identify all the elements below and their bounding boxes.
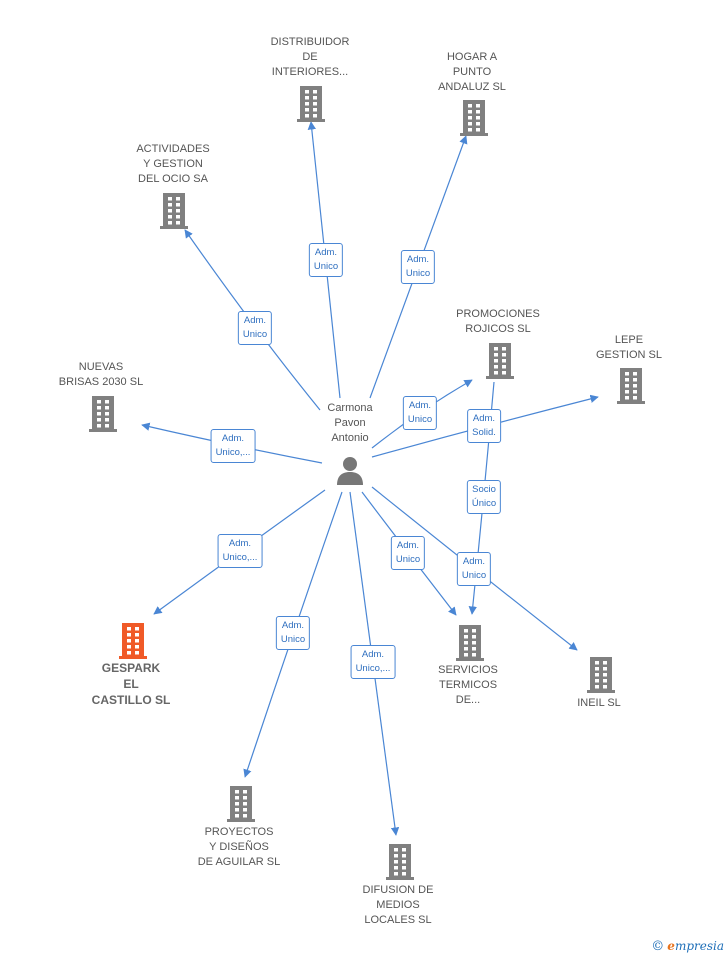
building-icon[interactable]	[486, 343, 514, 379]
node-label-servicios[interactable]: SERVICIOS TERMICOS DE...	[438, 664, 498, 706]
brand-logo: ©empresia	[651, 939, 724, 954]
edge-label-actividades[interactable]: Adm. Unico	[237, 311, 273, 345]
edge-label-proyectos[interactable]: Adm. Unico	[275, 616, 311, 650]
building-icon[interactable]	[587, 657, 615, 693]
building-icon[interactable]	[119, 623, 147, 659]
node-label-difusion[interactable]: DIFUSION DE MEDIOS LOCALES SL	[362, 884, 434, 926]
node-label-hogar[interactable]: HOGAR A PUNTO ANDALUZ SL	[438, 51, 506, 93]
building-icon[interactable]	[89, 396, 117, 432]
building-icon[interactable]	[227, 786, 255, 822]
edge-label-servicios[interactable]: Socio Único	[466, 480, 502, 514]
node-label-lepe[interactable]: LEPE GESTION SL	[595, 334, 663, 361]
edge-label-hogar[interactable]: Adm. Unico	[400, 250, 436, 284]
edge-label-servicios[interactable]: Adm. Unico	[390, 536, 426, 570]
edge-label-promociones[interactable]: Adm. Unico	[402, 396, 438, 430]
node-label-promociones[interactable]: PROMOCIONES ROJICOS SL	[456, 308, 540, 335]
copyright-icon: ©	[651, 939, 665, 954]
edge-label-distribuidor[interactable]: Adm. Unico	[308, 243, 344, 277]
building-icon[interactable]	[617, 368, 645, 404]
node-label-proyectos[interactable]: PROYECTOS Y DISEÑOS DE AGUILAR SL	[197, 826, 281, 868]
building-icon[interactable]	[456, 625, 484, 661]
node-label-nuevas[interactable]: NUEVAS BRISAS 2030 SL	[58, 361, 144, 388]
edge-label-lepe[interactable]: Adm. Solid.	[467, 409, 501, 443]
edge-label-nuevas[interactable]: Adm. Unico,...	[210, 429, 256, 463]
edges-layer	[141, 121, 599, 836]
center-person-name[interactable]: Carmona Pavon Antonio	[327, 402, 373, 444]
building-icon[interactable]	[386, 844, 414, 880]
edge-label-difusion[interactable]: Adm. Unico,...	[350, 645, 396, 679]
edge-label-gespark[interactable]: Adm. Unico,...	[217, 534, 263, 568]
node-label-gespark[interactable]: GESPARK EL CASTILLO SL	[91, 661, 171, 707]
building-icon[interactable]	[460, 100, 488, 136]
edge-label-ineil[interactable]: Adm. Unico	[456, 552, 492, 586]
person-icon[interactable]	[334, 454, 366, 486]
building-icon[interactable]	[160, 193, 188, 229]
node-label-ineil[interactable]: INEIL SL	[577, 697, 621, 709]
node-label-distribuidor[interactable]: DISTRIBUIDOR DE INTERIORES...	[270, 36, 350, 78]
building-icon[interactable]	[297, 86, 325, 122]
node-label-actividades[interactable]: ACTIVIDADES Y GESTION DEL OCIO SA	[136, 143, 210, 185]
